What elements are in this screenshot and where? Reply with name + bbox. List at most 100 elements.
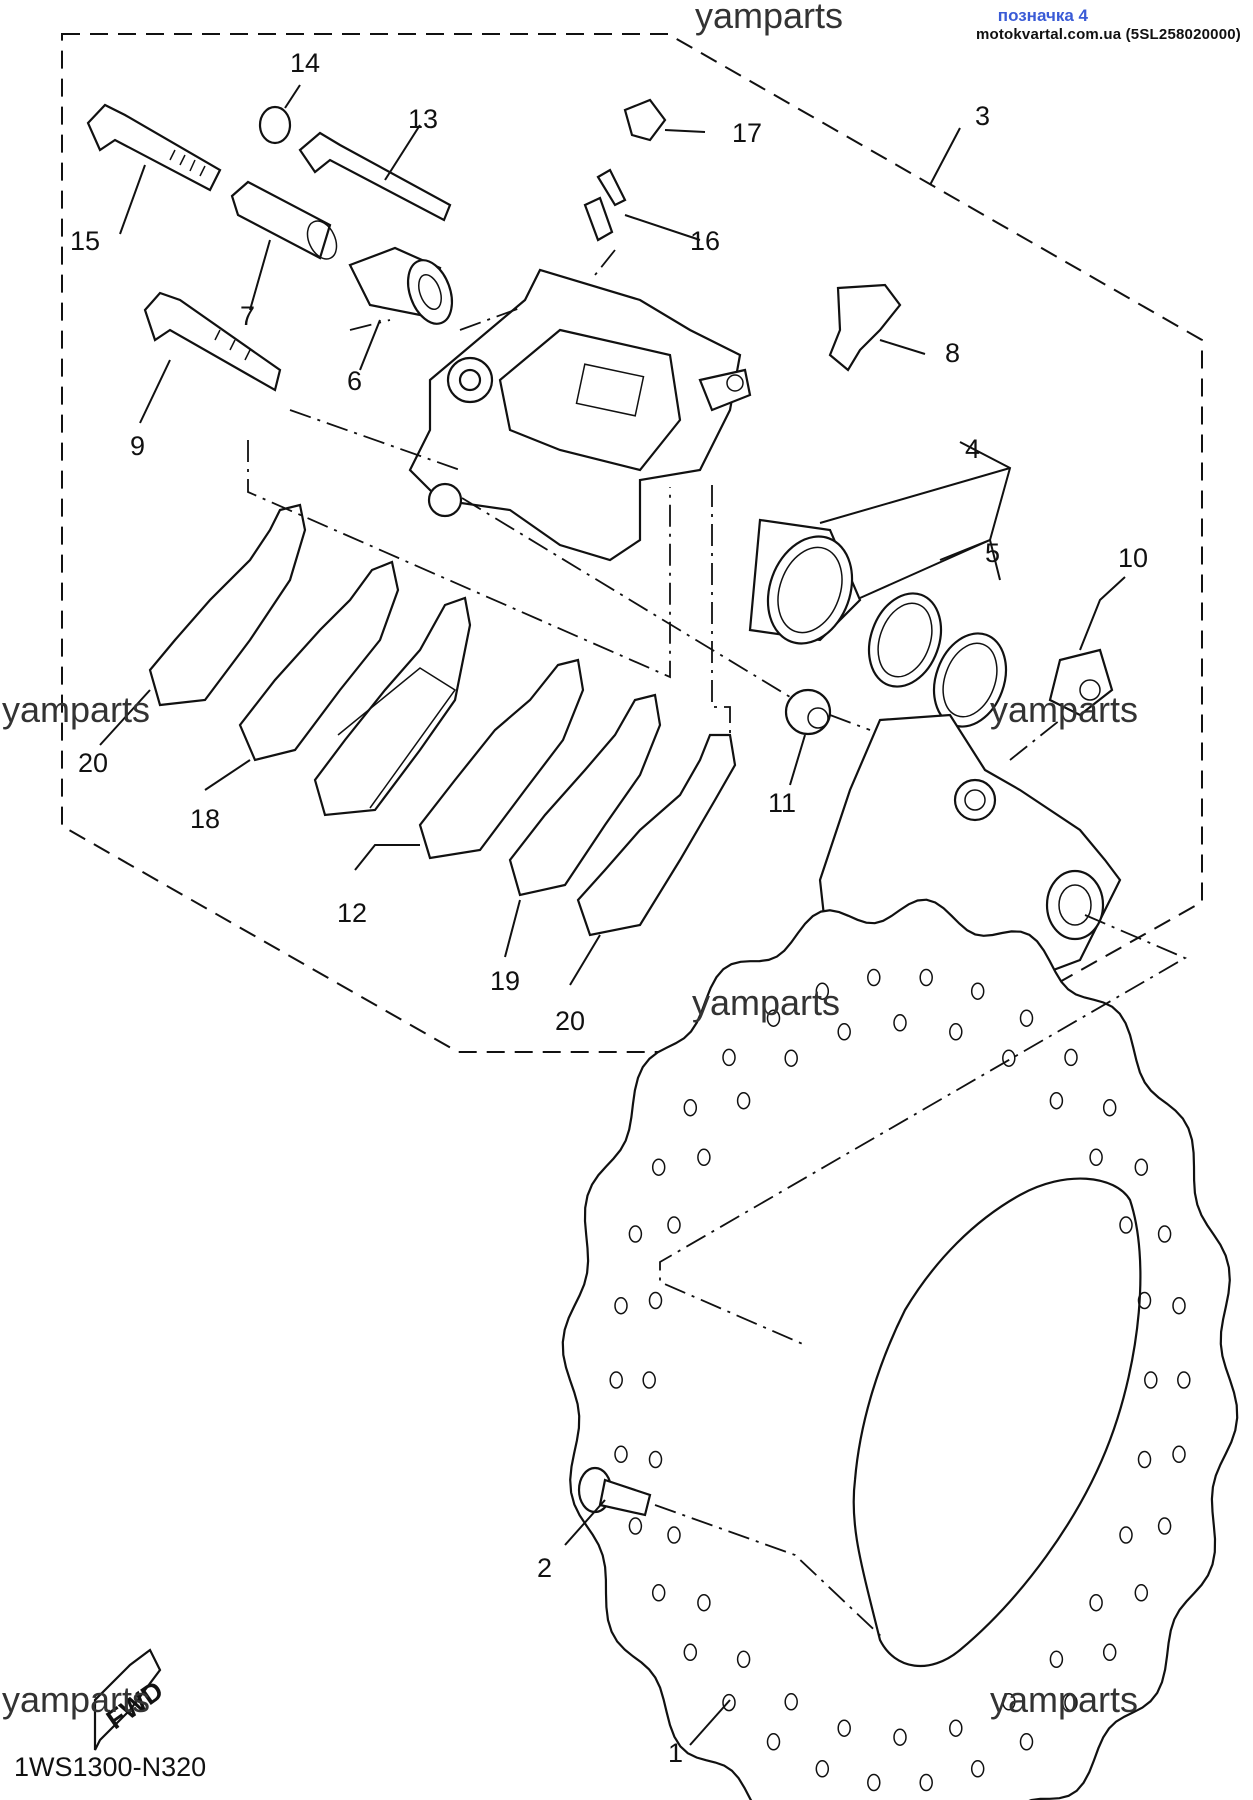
vent-hole xyxy=(1119,1526,1133,1544)
vent-hole xyxy=(628,1517,643,1535)
callout-14: 14 xyxy=(290,48,320,78)
pad-shim-right xyxy=(576,733,737,937)
callout-16: 16 xyxy=(690,226,720,256)
vent-hole xyxy=(1157,1517,1172,1535)
vent-hole xyxy=(1172,1296,1186,1315)
callout-18: 18 xyxy=(190,804,220,834)
callout-17: 17 xyxy=(732,118,762,148)
callout-20-right: 20 xyxy=(555,1006,585,1036)
slide-pin xyxy=(298,131,452,222)
callout-7: 7 xyxy=(240,301,255,331)
vent-hole xyxy=(919,1773,933,1792)
vent-hole xyxy=(697,1593,711,1612)
vent-hole xyxy=(949,1023,963,1041)
vent-hole xyxy=(867,1773,881,1792)
vent-hole xyxy=(1102,1098,1117,1117)
vent-hole xyxy=(784,1049,798,1067)
header-label: позначка 4 xyxy=(997,6,1088,25)
vent-hole xyxy=(651,1158,666,1176)
vent-hole xyxy=(1134,1158,1149,1176)
watermark-bottom-left: yamparts xyxy=(2,1679,150,1720)
vent-hole xyxy=(736,1650,751,1669)
vent-hole xyxy=(766,1733,781,1751)
brake-disc xyxy=(561,898,1239,1800)
vent-hole xyxy=(1064,1693,1078,1712)
vent-hole xyxy=(1102,1643,1117,1662)
callout-19: 19 xyxy=(490,966,520,996)
bleed-screw xyxy=(583,168,627,242)
callout-8: 8 xyxy=(945,338,960,368)
brake-pad-plate-left xyxy=(238,560,400,762)
diagram-code: 1WS1300-N320 xyxy=(14,1752,207,1782)
vent-hole xyxy=(1064,1048,1078,1067)
vent-hole xyxy=(1019,1733,1034,1751)
vent-hole xyxy=(784,1693,798,1711)
callout-4: 4 xyxy=(965,434,980,464)
callout-20-left: 20 xyxy=(78,748,108,778)
vent-hole xyxy=(1089,1593,1103,1612)
vent-hole xyxy=(648,1291,663,1310)
vent-hole xyxy=(1172,1445,1186,1464)
brake-pad-plate-right xyxy=(508,693,662,897)
watermark-right: yamparts xyxy=(990,689,1138,730)
vent-hole xyxy=(837,1023,851,1041)
vent-hole xyxy=(697,1148,711,1167)
watermark-middle: yamparts xyxy=(692,982,840,1023)
vent-hole xyxy=(722,1048,736,1067)
vent-hole xyxy=(837,1719,851,1737)
vent-hole xyxy=(893,1014,907,1032)
watermark-bottom-right: yamparts xyxy=(990,1679,1138,1720)
collar xyxy=(230,180,338,260)
vent-hole xyxy=(683,1643,698,1662)
vent-hole xyxy=(609,1371,623,1389)
callout-3: 3 xyxy=(975,101,990,131)
vent-hole xyxy=(651,1584,666,1602)
callout-12: 12 xyxy=(337,898,367,928)
pin-boot xyxy=(1048,648,1114,717)
vent-hole xyxy=(667,1526,681,1544)
vent-hole xyxy=(1002,1693,1016,1711)
vent-hole xyxy=(1137,1450,1152,1469)
callout-6: 6 xyxy=(347,366,362,396)
callout-5: 5 xyxy=(985,538,1000,568)
bolt-upper xyxy=(86,103,222,192)
leader-lines xyxy=(99,84,1126,1746)
callout-9: 9 xyxy=(130,431,145,461)
vent-hole xyxy=(919,968,933,987)
vent-hole xyxy=(1137,1291,1152,1310)
header-site: motokvartal.com.ua (5SL258020000) xyxy=(975,26,1241,43)
vent-hole xyxy=(628,1225,643,1243)
vent-hole xyxy=(736,1091,751,1110)
piston xyxy=(748,518,862,645)
vent-hole xyxy=(1144,1371,1158,1389)
callout-11: 11 xyxy=(768,788,796,818)
vent-hole xyxy=(970,1760,985,1778)
vent-hole xyxy=(722,1693,736,1712)
vent-hole xyxy=(766,1009,781,1027)
callout-15: 15 xyxy=(70,226,100,256)
vent-hole xyxy=(1134,1584,1149,1602)
vent-hole xyxy=(1119,1216,1133,1234)
vent-hole xyxy=(1049,1091,1064,1110)
vent-hole xyxy=(667,1216,681,1234)
vent-hole xyxy=(1019,1009,1034,1027)
watermark-top: yamparts xyxy=(695,0,843,36)
callout-numbers: 1 2 3 4 5 6 7 8 9 10 11 12 13 14 15 16 1… xyxy=(70,48,1148,1768)
vent-hole xyxy=(1089,1148,1103,1167)
vent-hole xyxy=(683,1098,698,1117)
vent-hole xyxy=(1002,1049,1016,1067)
pad-spring xyxy=(828,283,902,372)
cap xyxy=(258,105,292,145)
caliper-body xyxy=(408,268,752,562)
caliper-assembly-boundary xyxy=(61,33,1203,1053)
piston-seals xyxy=(867,592,1008,728)
callout-13: 13 xyxy=(408,104,438,134)
vent-hole xyxy=(970,982,985,1000)
alignment-lines xyxy=(247,249,1188,1641)
disc-vent-holes xyxy=(609,968,1191,1792)
brake-pads xyxy=(313,596,585,860)
vent-hole xyxy=(893,1728,907,1746)
bleeder-cap xyxy=(623,98,667,142)
sleeve xyxy=(348,246,454,325)
